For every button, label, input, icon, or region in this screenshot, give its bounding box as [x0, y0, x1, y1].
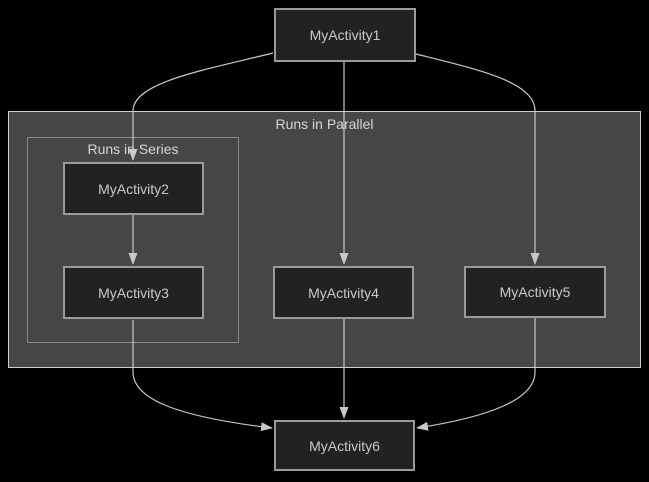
node-myactivity2-label: MyActivity2: [98, 180, 169, 197]
node-myactivity3-label: MyActivity3: [98, 284, 169, 301]
node-myactivity6-label: MyActivity6: [309, 437, 380, 454]
node-myactivity5-label: MyActivity5: [499, 284, 571, 300]
node-myactivity1: MyActivity1: [274, 8, 416, 62]
node-myactivity2: MyActivity2: [63, 162, 204, 215]
node-myactivity5: MyActivity5: [464, 266, 606, 318]
node-myactivity6: MyActivity6: [274, 420, 415, 471]
cluster-series-label: Runs in Series: [87, 141, 179, 157]
node-myactivity1-label: MyActivity1: [309, 27, 381, 43]
node-myactivity3: MyActivity3: [63, 266, 204, 319]
node-myactivity4-label: MyActivity4: [308, 284, 379, 301]
node-myactivity4: MyActivity4: [273, 266, 414, 319]
cluster-parallel-label: Runs in Parallel: [275, 116, 374, 132]
